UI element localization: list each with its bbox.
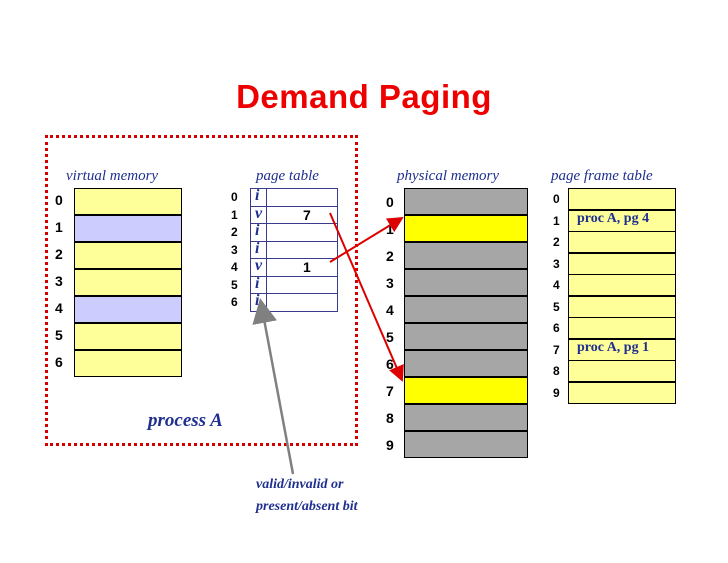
page-table-index: 0 [231,190,238,204]
physical-frame [404,431,528,458]
process-a-boundary [45,135,358,446]
virtual-page [74,323,182,350]
virtual-page-number: 4 [55,300,63,316]
page-frame-number: 2 [553,235,560,249]
physical-frame-number: 3 [386,275,394,291]
virtual-page [74,188,182,215]
virtual-memory-header: virtual memory [66,168,159,184]
physical-memory-header: physical memory [397,168,500,184]
page-frame-number: 5 [553,299,560,314]
page-table-index: 5 [231,277,238,292]
bit-note-line2: present/absent bit [256,499,358,514]
arrow-page4-to-frame1 [329,216,404,263]
page-table-bit: i [255,239,260,257]
page-table-frame: 1 [303,259,311,275]
page-table-divider [266,188,267,312]
page-frame-row [568,381,676,404]
physical-frame [404,215,528,242]
virtual-page-number: 6 [55,354,63,370]
physical-frame [404,350,528,377]
virtual-page [74,296,182,323]
physical-frame [404,242,528,269]
page-frame-owner: proc A, pg 4 [577,210,650,226]
page-frame-number: 7 [553,342,560,357]
page-table-index: 1 [231,207,238,222]
physical-frame [404,323,528,350]
page-frame-table-header: page frame table [551,168,653,184]
physical-frame-number: 2 [386,248,394,264]
page-table-bit: i [255,222,260,239]
page-frame-number: 6 [553,321,560,335]
page-frame-number: 3 [553,256,560,271]
page-title: Demand Paging [236,78,492,115]
page-table-bit: v [255,204,263,222]
page-frame-number: 4 [553,278,560,292]
page-table-index: 6 [231,295,238,309]
bit-note: valid/invalid or present/absent bit [256,474,358,518]
physical-frame-number: 0 [386,194,394,210]
physical-frame [404,377,528,404]
virtual-page-number: 2 [55,246,63,262]
virtual-page [74,350,182,377]
physical-frame-number: 4 [386,302,394,318]
page-table-bit: i [255,187,260,204]
page-frame-number: 0 [553,192,560,206]
page-table-index: 2 [231,225,238,239]
page-frame-number: 8 [553,364,560,378]
bit-note-line1: valid/invalid or [256,477,344,492]
page-table-index: 3 [231,242,238,257]
arrow-bit-note-to-bit [252,298,295,475]
virtual-page-number: 1 [55,219,63,235]
page-frame-owner: proc A, pg 1 [577,339,650,355]
physical-frame-number: 5 [386,329,394,345]
physical-frame-number: 9 [386,437,394,453]
virtual-page-number: 3 [55,273,63,289]
page-table-frame: 7 [303,206,311,223]
page-table-bit: v [255,257,263,274]
physical-frame [404,296,528,323]
virtual-page [74,269,182,296]
physical-frame [404,188,528,215]
process-label: process A [148,410,223,431]
physical-frame-number: 7 [386,383,394,399]
virtual-page-number: 0 [55,192,63,208]
page-table-bit: i [255,274,260,292]
page-table-index: 4 [231,260,238,274]
physical-frame-number: 8 [386,410,394,426]
physical-frame [404,269,528,296]
virtual-page-number: 5 [55,327,63,343]
virtual-page [74,215,182,242]
page-frame-number: 9 [553,385,560,400]
page-table-header: page table [256,168,319,184]
page-frame-number: 1 [553,213,560,228]
physical-frame [404,404,528,431]
virtual-page [74,242,182,269]
arrow-page1-to-frame7 [329,212,404,382]
